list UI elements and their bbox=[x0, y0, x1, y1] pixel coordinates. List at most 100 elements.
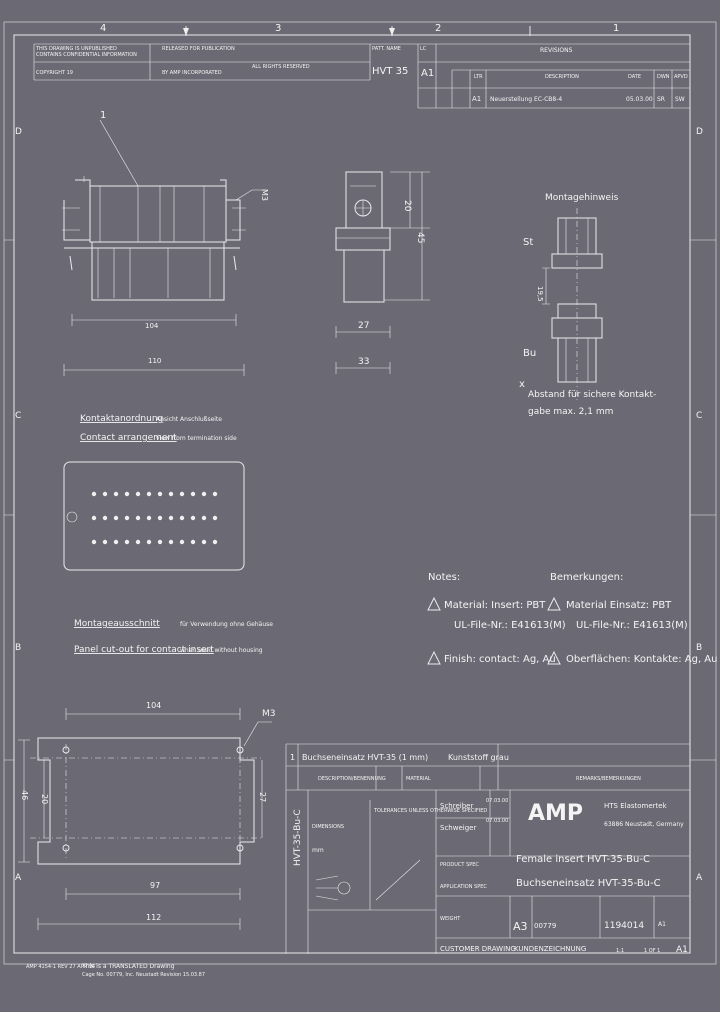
sheet: 1 OF 1 bbox=[644, 948, 660, 954]
rev-col-dwn: DWN bbox=[657, 74, 670, 80]
contact-pin bbox=[201, 491, 207, 497]
rev: A1 bbox=[676, 945, 688, 955]
cage-no: 00779 bbox=[534, 922, 556, 930]
title-block: 1 Buchseneinsatz HVT-35 (1 mm) Kunststof… bbox=[285, 743, 690, 955]
contact-pin bbox=[179, 539, 185, 545]
contact-pin bbox=[201, 515, 207, 521]
side-view: 20 45 27 33 bbox=[335, 171, 430, 374]
cutout-de: Montageausschnitt bbox=[74, 619, 160, 629]
inner-frame bbox=[13, 34, 691, 954]
contact-pin bbox=[157, 515, 163, 521]
front-view: M3 1 104 110 bbox=[62, 110, 269, 376]
contact-pin bbox=[124, 491, 130, 497]
item-desc: Buchseneinsatz HVT-35 (1 mm) bbox=[302, 753, 428, 762]
dim-45: 45 bbox=[415, 232, 425, 243]
front-thread-label: M3 bbox=[260, 189, 269, 201]
rev-row-desc: Neuerstellung EC-CB8-4 bbox=[490, 96, 562, 103]
projection-lines bbox=[315, 875, 339, 901]
screw-hole-top-left bbox=[62, 746, 70, 754]
cutout-centerlines bbox=[30, 744, 262, 858]
contact-pin bbox=[168, 515, 174, 521]
abstand-line-2: gabe max. 2,1 mm bbox=[528, 407, 613, 417]
contact-pin bbox=[179, 515, 185, 521]
screw-hole-bottom-left bbox=[62, 844, 70, 852]
remark-3: Oberflächen: Kontakte: Ag, Au bbox=[566, 654, 717, 665]
label-bu: Bu bbox=[523, 348, 536, 359]
dim-20: 20 bbox=[402, 200, 412, 212]
zone-label-top-3: 3 bbox=[275, 23, 281, 34]
dim-27: 27 bbox=[358, 321, 369, 331]
rev-row-apvd: SW bbox=[675, 96, 685, 103]
scale: 1:1 bbox=[616, 948, 624, 954]
dim-19-5: 19,5 bbox=[536, 286, 544, 302]
customer-drawing: CUSTOMER DRAWING bbox=[440, 945, 516, 953]
zone-label-left-A: A bbox=[15, 873, 22, 883]
screw-hole-top-right bbox=[236, 746, 244, 754]
remarks-title: Bemerkungen: bbox=[550, 572, 623, 583]
cutout-dim-97: 97 bbox=[150, 881, 160, 890]
contact-pin bbox=[212, 539, 218, 545]
contact-pin bbox=[135, 515, 141, 521]
dim-110: 110 bbox=[148, 357, 161, 365]
weight-label: WEIGHT bbox=[440, 916, 461, 922]
contact-pin bbox=[124, 539, 130, 545]
col-desc: DESCRIPTION/BENENNUNG bbox=[318, 776, 386, 782]
title-en: Female insert HVT-35-Bu-C bbox=[516, 854, 650, 865]
dim-104: 104 bbox=[145, 322, 159, 330]
kontakt-note-de: Ansicht Anschlußseite bbox=[156, 416, 222, 423]
cutout-m3: M3 bbox=[262, 709, 276, 719]
zone-label-top-2: 2 bbox=[435, 23, 441, 34]
header-notice-2: CONTAINS CONFIDENTIAL INFORMATION bbox=[36, 52, 137, 58]
header-copyright: COPYRIGHT 19 bbox=[36, 70, 73, 76]
montage-title: Montagehinweis bbox=[545, 193, 619, 203]
contact-pin bbox=[190, 539, 196, 545]
note-2: UL-File-Nr.: E41613(M) bbox=[454, 620, 566, 631]
rev-row-date: 05.03.00 bbox=[626, 96, 653, 103]
side-label: HVT-35-Bu-C bbox=[293, 809, 303, 866]
col-material: MATERIAL bbox=[406, 776, 431, 782]
application-spec: APPLICATION SPEC bbox=[440, 884, 487, 890]
zone-label-left-D: D bbox=[15, 127, 22, 137]
balloon-1: 1 bbox=[100, 110, 106, 121]
zone-label-right-A: A bbox=[696, 873, 703, 883]
label-st: St bbox=[523, 237, 533, 248]
footer-translated: This is a TRANSLATED Drawing bbox=[81, 963, 175, 970]
tolerances-label: TOLERANCES UNLESS OTHERWISE SPECIFIED bbox=[373, 808, 487, 814]
montage-hint: Montagehinweis St Bu 19,5 x Abstand für … bbox=[519, 193, 656, 417]
checked-date: 07.03.00 bbox=[486, 818, 508, 824]
drawn-name: Schreiber bbox=[440, 802, 473, 810]
contact-pin bbox=[91, 539, 97, 545]
remark-1: Material Einsatz: PBT bbox=[566, 600, 672, 611]
note-3: Finish: contact: Ag, Au bbox=[444, 654, 556, 665]
cutout-outline bbox=[37, 737, 255, 865]
header-block: THIS DRAWING IS UNPUBLISHED CONTAINS CON… bbox=[33, 43, 690, 109]
cutout-dim-46: 46 bbox=[20, 790, 29, 800]
zone-label-right-D: D bbox=[696, 127, 703, 137]
company-sub-2: 63886 Neustadt, Germany bbox=[604, 821, 684, 828]
cutout-en: Panel cut-out for contact insert bbox=[74, 645, 214, 655]
contact-arrangement: Kontaktanordnung Contact arrangement Ans… bbox=[63, 414, 245, 571]
abstand-line-1: Abstand für sichere Kontakt- bbox=[528, 390, 656, 400]
rev-col-desc: DESCRIPTION bbox=[545, 74, 579, 80]
contact-pin bbox=[201, 539, 207, 545]
projection-symbol bbox=[337, 881, 351, 895]
contact-pin bbox=[179, 491, 185, 497]
footer-cage: Cage No. 00779, Inc. Neustadt Revision 1… bbox=[82, 972, 205, 978]
outer-frame bbox=[3, 21, 717, 965]
rev-col-ltr: LTR bbox=[474, 74, 483, 80]
zone-label-top-4: 4 bbox=[100, 23, 106, 34]
panel-cutout: Montageausschnitt Panel cut-out for cont… bbox=[18, 619, 276, 930]
header-amp-inc: BY AMP INCORPORATED bbox=[162, 70, 222, 76]
screw-hole-bottom-right bbox=[236, 844, 244, 852]
contact-pin bbox=[157, 539, 163, 545]
zone-label-right-C: C bbox=[696, 411, 702, 421]
cutout-dim-104: 104 bbox=[146, 701, 161, 710]
kundenzeichnung: KUNDENZEICHNUNG bbox=[514, 945, 586, 953]
cutout-dim-20: 20 bbox=[40, 794, 49, 804]
contact-pin bbox=[91, 515, 97, 521]
notes-title: Notes: bbox=[428, 572, 460, 583]
contact-pin bbox=[135, 491, 141, 497]
contact-pin bbox=[190, 515, 196, 521]
kontakt-de: Kontaktanordnung bbox=[80, 414, 163, 424]
remark-2: UL-File-Nr.: E41613(M) bbox=[576, 620, 688, 631]
